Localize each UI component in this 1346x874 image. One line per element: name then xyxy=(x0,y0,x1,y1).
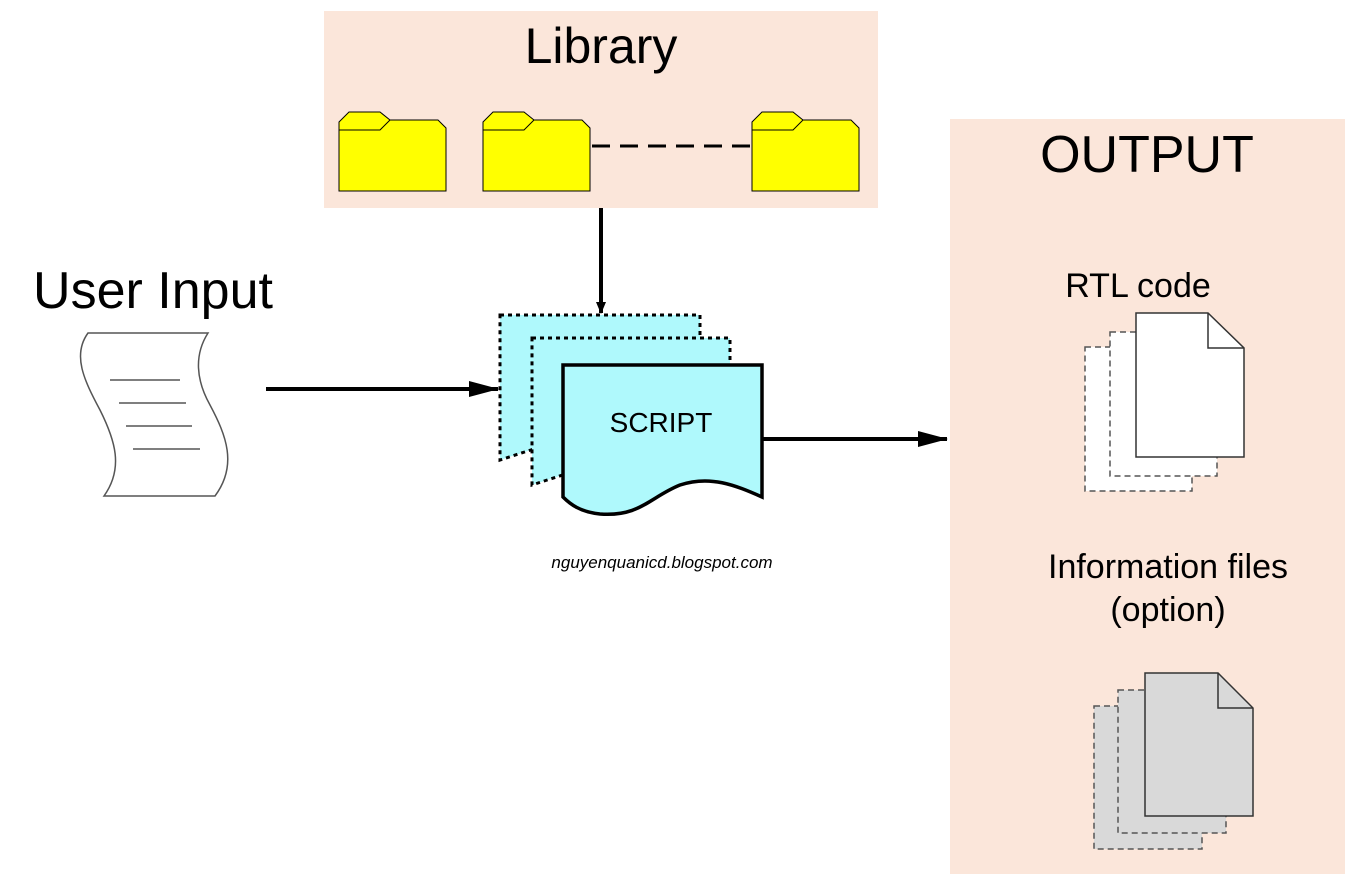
information-document-stack-icon xyxy=(1093,672,1254,850)
user-input-title: User Input xyxy=(33,262,273,320)
watermark-text: nguyenquanicd.blogspot.com xyxy=(551,553,772,572)
output-panel: OUTPUT RTL code Information files (optio… xyxy=(950,119,1345,874)
information-files-label: Information files xyxy=(1048,548,1288,586)
rtl-document-stack-icon xyxy=(1084,312,1245,492)
user-input-document-icon xyxy=(79,332,229,497)
library-title: Library xyxy=(525,18,678,74)
output-title: OUTPUT xyxy=(1040,126,1254,184)
rtl-code-label: RTL code xyxy=(1065,267,1211,305)
script-document-stack: SCRIPT xyxy=(498,313,764,516)
script-label: SCRIPT xyxy=(610,407,713,438)
folder-icon xyxy=(482,111,591,192)
information-files-option-label: (option) xyxy=(1110,591,1225,629)
library-panel: Library xyxy=(324,11,878,208)
folder-icon xyxy=(751,111,860,192)
folder-icon xyxy=(338,111,447,192)
